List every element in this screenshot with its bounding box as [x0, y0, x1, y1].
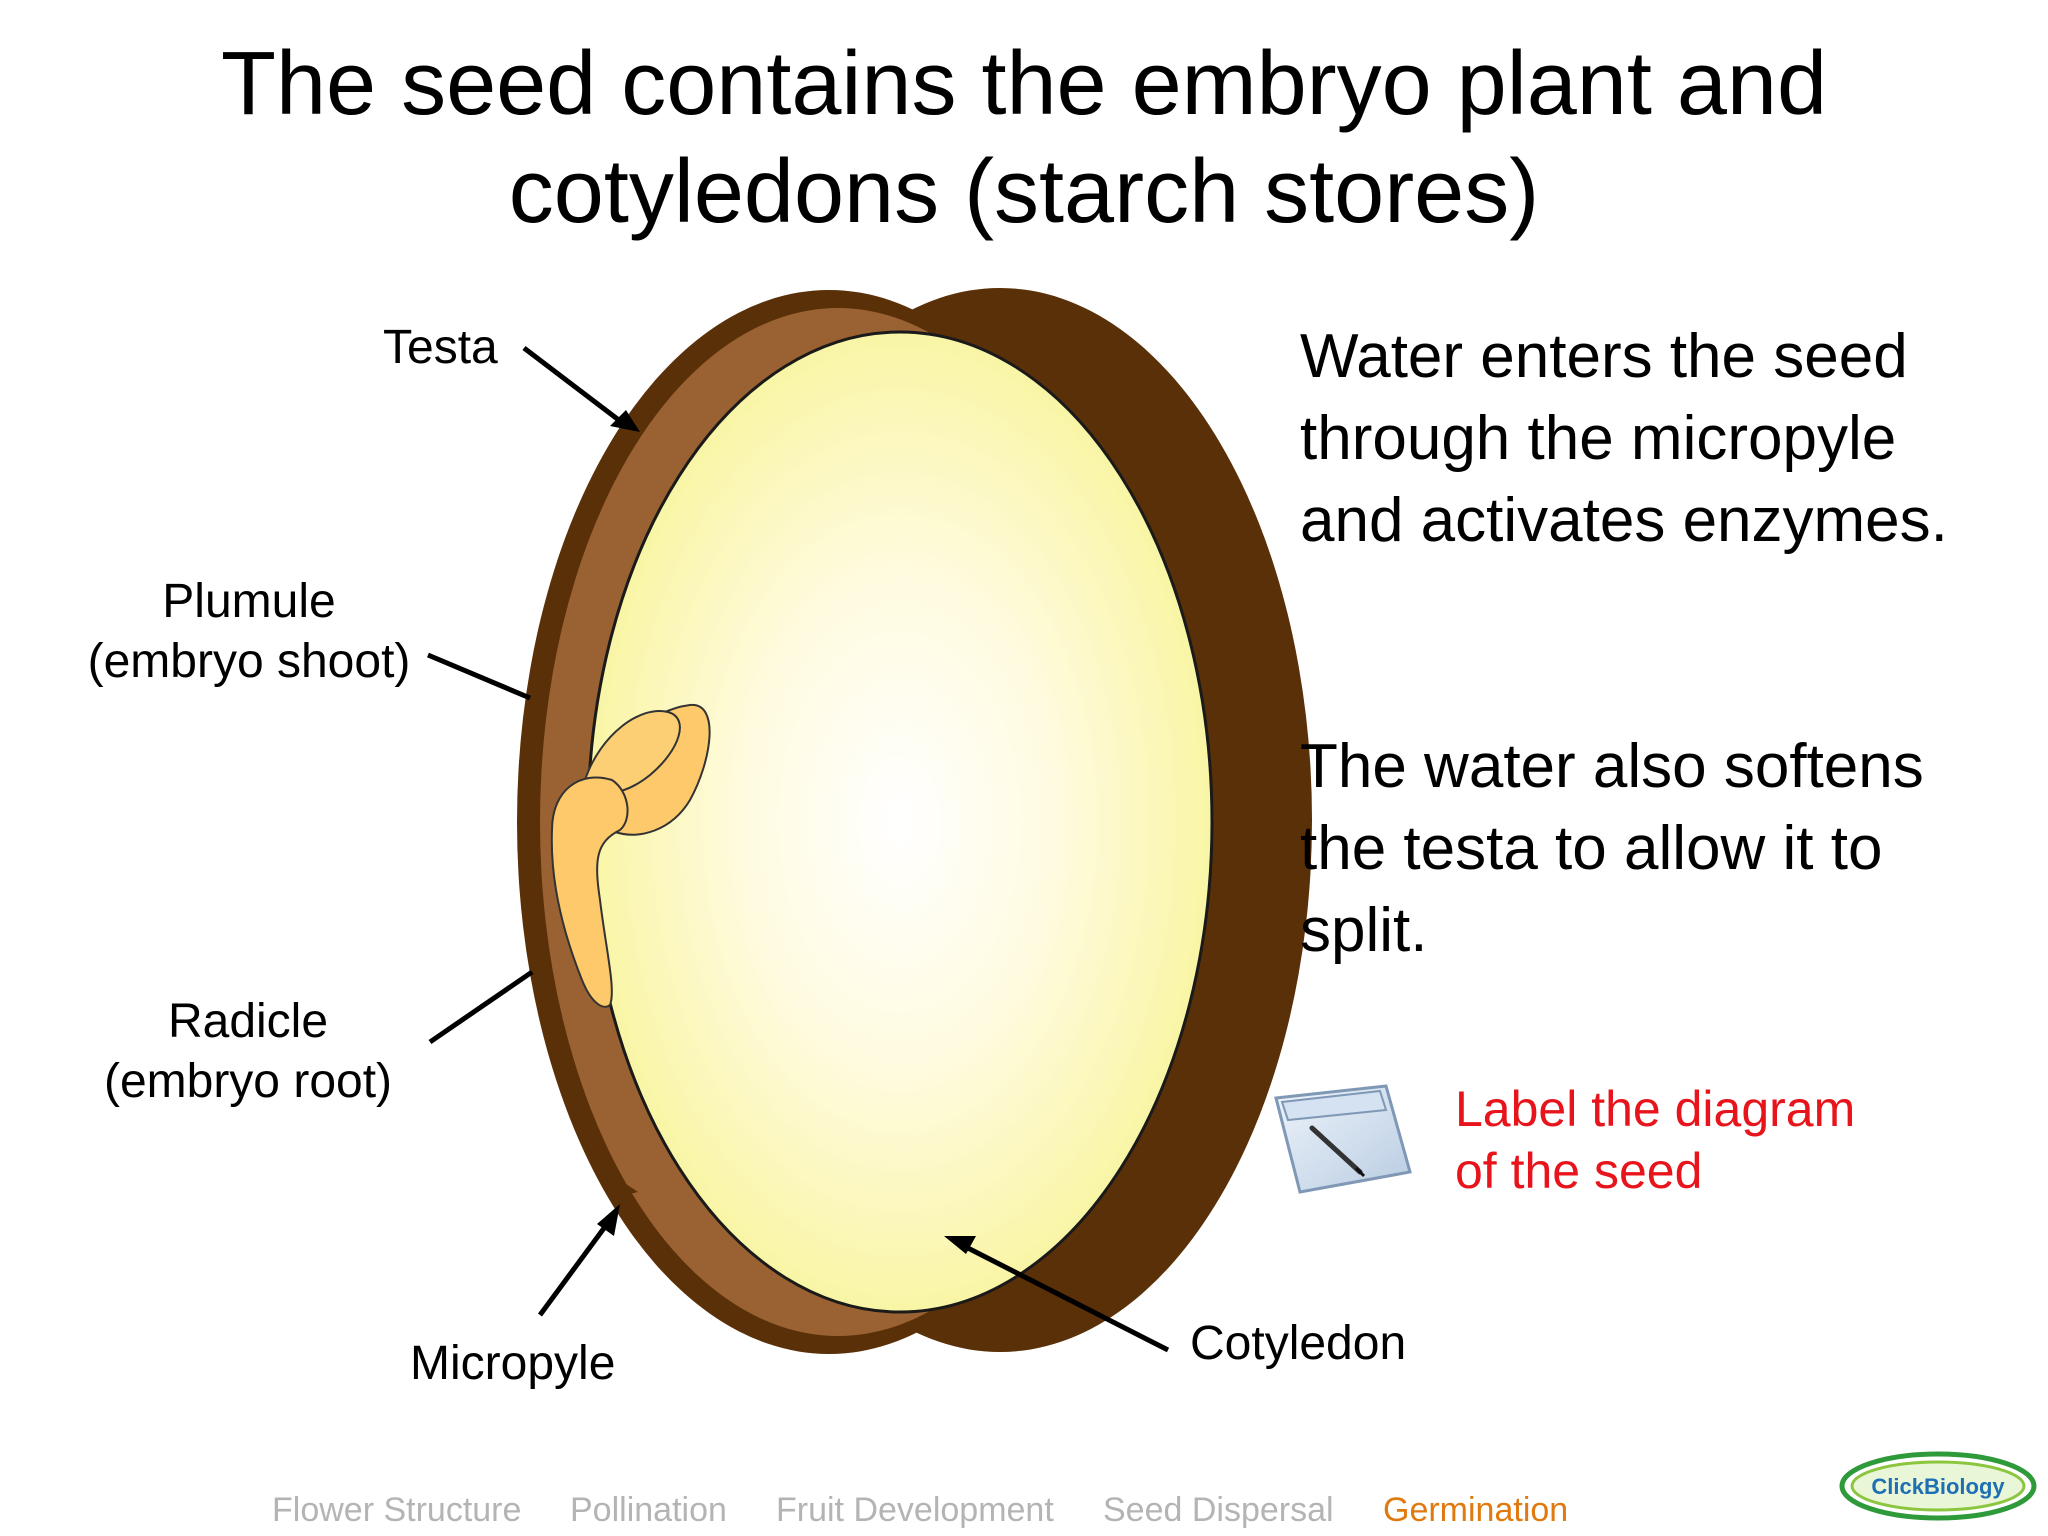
label-radicle: Radicle (embryo root)	[88, 992, 408, 1112]
label-micropyle: Micropyle	[410, 1334, 615, 1394]
label-micropyle-text: Micropyle	[410, 1337, 616, 1390]
soften-line-3: split.	[1300, 896, 1428, 965]
label-plumule-line-2: (embryo shoot)	[87, 635, 411, 688]
plumule-pointer	[427, 652, 531, 701]
label-plumule: Plumule (embryo shoot)	[74, 572, 424, 692]
clickbiology-logo[interactable]: ClickBiology	[1838, 1450, 2038, 1522]
title-line-1: The seed contains the embryo plant and	[220, 34, 1828, 134]
label-testa-text: Testa	[383, 321, 498, 374]
label-testa: Testa	[383, 318, 498, 378]
cotyledon-pointer	[958, 1241, 1170, 1353]
pointer-lines	[427, 346, 1170, 1353]
nav-flower-structure[interactable]: Flower Structure	[272, 1491, 522, 1529]
testa-arrowhead	[610, 410, 640, 432]
cotyledon-arrowhead	[944, 1236, 976, 1254]
micropyle-arrowhead	[597, 1204, 620, 1236]
nav-fruit-development[interactable]: Fruit Development	[776, 1491, 1054, 1529]
nav-germination[interactable]: Germination	[1383, 1491, 1569, 1529]
task-line-2: of the seed	[1455, 1143, 1703, 1199]
water-softens-text: The water also softens the testa to allo…	[1300, 726, 1924, 972]
soften-line-2: the testa to allow it to	[1300, 814, 1883, 883]
topic-navigation: Flower Structure Pollination Fruit Devel…	[0, 1488, 1700, 1536]
nav-seed-dispersal[interactable]: Seed Dispersal	[1103, 1491, 1334, 1529]
title-line-2: cotyledons (starch stores)	[508, 142, 1540, 242]
water-line-1: Water enters the seed	[1300, 322, 1908, 391]
logo-text: ClickBiology	[1871, 1474, 2005, 1499]
radicle-shape	[550, 776, 629, 1008]
testa-pointer	[522, 346, 626, 426]
water-line-2: through the micropyle	[1300, 404, 1897, 473]
water-line-3: and activates enzymes.	[1300, 486, 1948, 555]
nav-pollination[interactable]: Pollination	[570, 1491, 727, 1529]
micropyle-pointer	[537, 1218, 613, 1317]
radicle-pointer	[428, 969, 534, 1045]
task-line-1: Label the diagram	[1455, 1081, 1856, 1137]
micropyle-notch	[620, 1180, 638, 1196]
label-radicle-line-2: (embryo root)	[103, 1055, 393, 1108]
cotyledon-shape	[586, 330, 1214, 1314]
soften-line-1: The water also softens	[1300, 732, 1924, 801]
water-enters-text: Water enters the seed through the microp…	[1300, 316, 1948, 562]
label-radicle-line-1: Radicle	[167, 995, 329, 1048]
label-plumule-line-1: Plumule	[162, 575, 336, 628]
label-cotyledon-text: Cotyledon	[1190, 1317, 1407, 1370]
slide-title: The seed contains the embryo plant and c…	[0, 30, 2048, 246]
notepad-pen-icon	[1274, 1084, 1412, 1194]
task-instruction: Label the diagram of the seed	[1455, 1078, 1855, 1202]
label-cotyledon: Cotyledon	[1190, 1314, 1406, 1374]
